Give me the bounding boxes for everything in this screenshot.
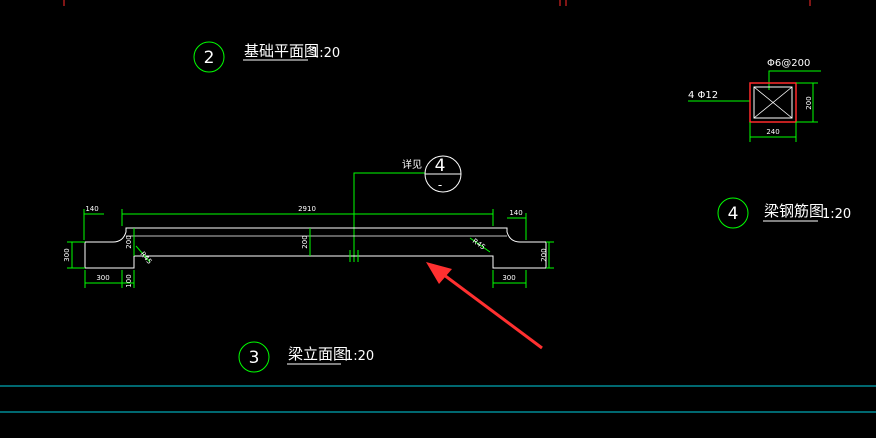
callout-label: 详见 [402,158,422,171]
left-bottom-dim-text: 300 [96,274,109,282]
title-name: 梁钢筋图 [764,202,824,220]
right-chamfer-text: R45 [471,237,487,251]
drawing-title-2[interactable]: 2 基础平面图 1:20 [193,41,340,73]
annotation-arrow [426,262,543,350]
title-name: 梁立面图 [288,345,348,363]
callout-number: 4 [435,156,446,176]
right-chamfer-leader [469,237,491,253]
callout-leader [353,172,425,262]
center-height-dim-text: 200 [301,235,309,248]
right-top-dim-text: 140 [509,209,522,217]
right-height-dim-text: 200 [540,248,548,261]
beam-elevation[interactable]: 2910 140 140 300 200 200 200 R45 R45 [63,205,554,288]
left-top-dim-text: 140 [85,205,98,213]
title-number-circle [193,41,225,73]
arrow-head [426,262,452,284]
width-dim-text: 240 [766,128,779,136]
drawing-title-3[interactable]: 3 梁立面图 1:20 [238,341,374,373]
drawing-title-4[interactable]: 4 梁钢筋图 1:20 [717,197,851,229]
stirrup-outline [753,86,793,119]
main-bars-label: 4 Φ12 [688,90,718,101]
title-scale: 1:20 [345,349,374,364]
left-small-dim-text: 100 [125,274,133,287]
title-number: 3 [249,348,260,368]
height-dim-text: 200 [805,96,813,109]
bottom-frame [0,385,876,413]
overall-dim-text: 2910 [298,205,316,213]
detail-callout[interactable]: 详见 4 - [353,155,462,262]
left-chamfer-text: R45 [138,250,153,266]
title-name: 基础平面图 [244,42,319,60]
title-number: 4 [728,204,739,224]
callout-sheet: - [438,178,442,192]
arrow-shaft [439,270,543,350]
title-scale: 1:20 [311,46,340,61]
left-inner-dim-text: 200 [125,235,133,248]
beam-section[interactable]: Φ6@200 4 Φ12 200 240 [688,58,821,142]
frame-ticks [63,0,811,6]
section-diagonal [753,86,793,119]
title-scale: 1:20 [822,207,851,222]
title-number-circle [717,197,749,229]
stirrup-label: Φ6@200 [767,58,810,69]
title-number: 2 [204,48,215,68]
title-number-circle [238,341,270,373]
right-bottom-dim-text: 300 [502,274,515,282]
section-outline [749,82,797,123]
left-height-dim-text: 300 [63,248,71,261]
left-chamfer-leader [135,245,151,263]
beam-outline [84,227,547,269]
